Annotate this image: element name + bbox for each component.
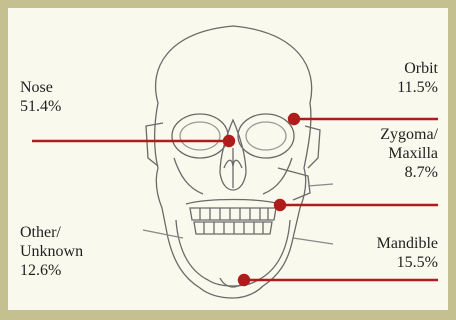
other-value: 12.6%	[20, 261, 83, 280]
orbit-label: Orbit 11.5%	[397, 59, 438, 97]
nose-name: Nose	[20, 78, 61, 97]
zygoma-value: 8.7%	[380, 163, 438, 182]
mandible-label: Mandible 15.5%	[377, 234, 438, 272]
zygoma-label: Zygoma/ Maxilla 8.7%	[380, 125, 438, 182]
upper-teeth	[190, 208, 276, 220]
nose-leader	[32, 136, 234, 146]
mandible-name: Mandible	[377, 234, 438, 253]
orbit-name: Orbit	[397, 59, 438, 78]
other-name-line2: Unknown	[20, 242, 83, 261]
diagram-panel: Nose 51.4% Orbit 11.5% Zygoma/ Maxilla 8…	[8, 8, 448, 310]
zygoma-name-line1: Zygoma/	[380, 125, 438, 144]
other-label: Other/ Unknown 12.6%	[20, 223, 83, 280]
nose-value: 51.4%	[20, 97, 61, 116]
lower-teeth	[194, 222, 272, 234]
nose-label: Nose 51.4%	[20, 78, 61, 116]
mandible-outline	[176, 220, 290, 286]
zygoma-name-line2: Maxilla	[380, 144, 438, 163]
orbit-value: 11.5%	[397, 78, 438, 97]
other-name-line1: Other/	[20, 223, 83, 242]
mandible-leader	[239, 275, 438, 285]
mandible-value: 15.5%	[377, 253, 438, 272]
